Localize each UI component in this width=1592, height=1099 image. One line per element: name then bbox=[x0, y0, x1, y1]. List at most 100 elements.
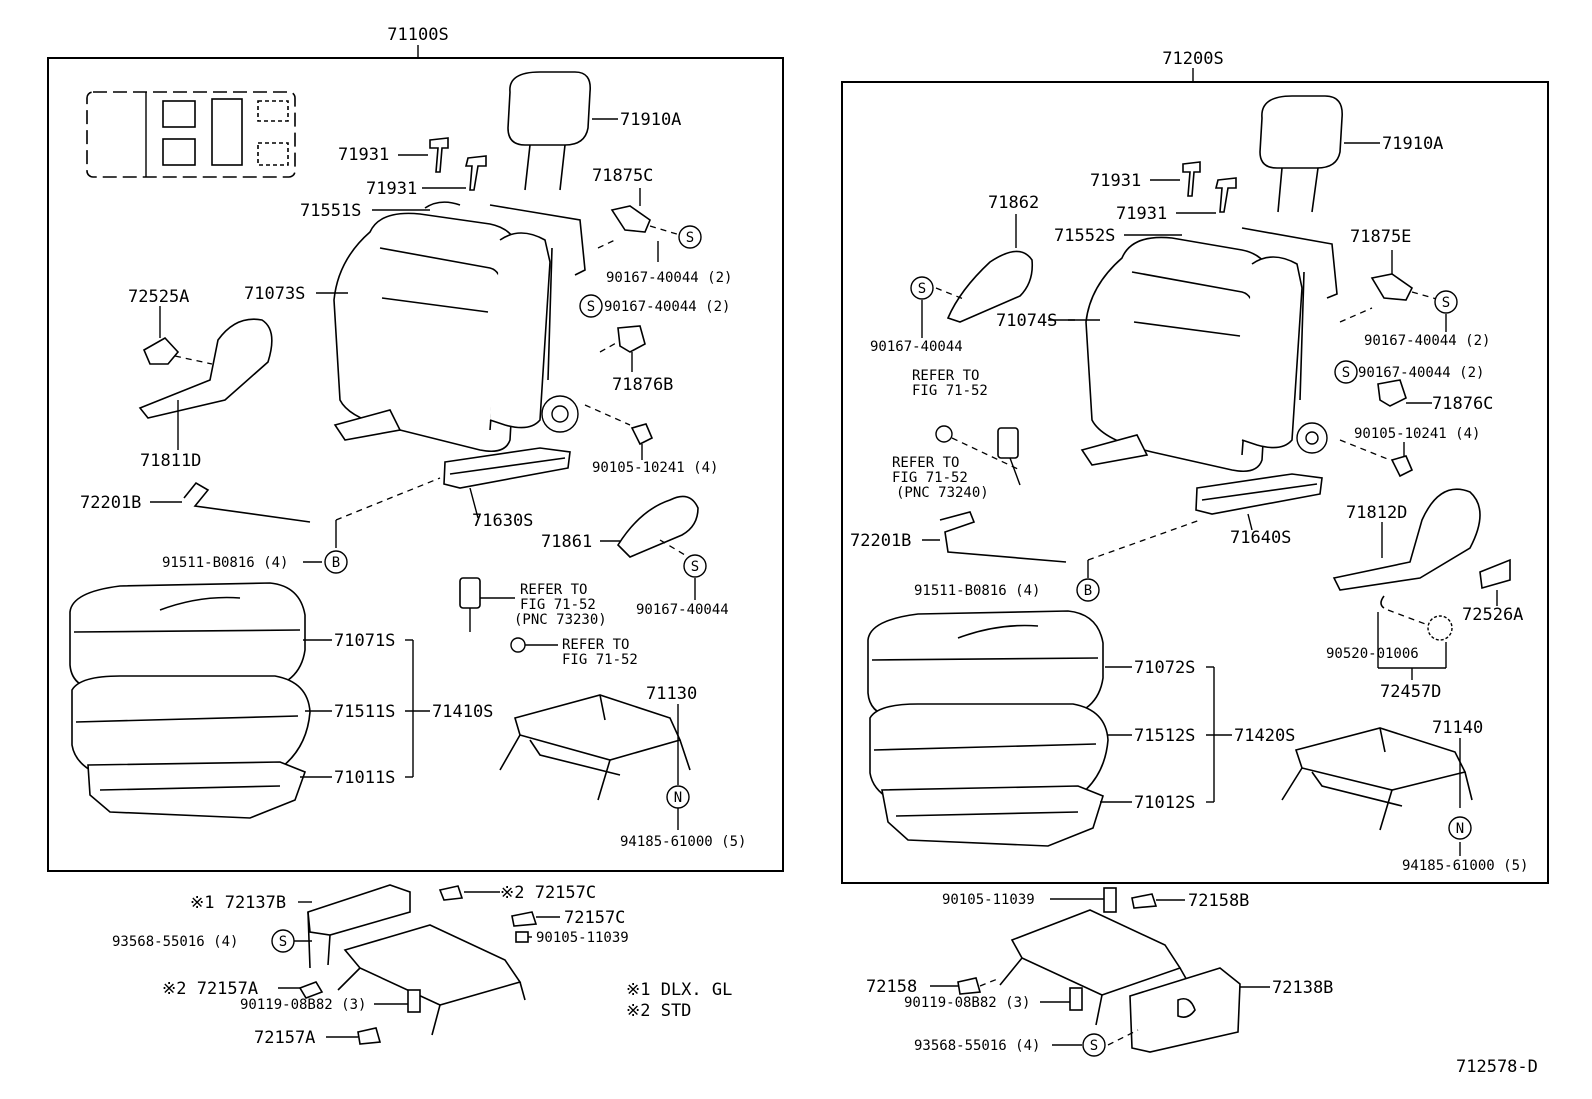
label-71072s: 71072S bbox=[1134, 658, 1195, 678]
label-90167-40044: 90167-40044 bbox=[870, 339, 963, 355]
cover-71862 bbox=[946, 250, 1034, 323]
label-71551s: 71551S bbox=[300, 201, 361, 221]
label-71875c: 71875C bbox=[592, 166, 653, 186]
cover-71811d bbox=[138, 318, 273, 419]
svg-text:S: S bbox=[1342, 365, 1350, 381]
callout-n-1: N bbox=[666, 785, 690, 809]
callout-s-1: S bbox=[678, 225, 702, 249]
label-71876b: 71876B bbox=[612, 375, 673, 395]
label-71073s: 71073S bbox=[244, 284, 305, 304]
label-94185-61000: 94185-61000 (5) bbox=[1402, 858, 1528, 874]
label-72157c: ※2 72157C bbox=[500, 883, 596, 903]
svg-text:S: S bbox=[686, 230, 694, 246]
label-90167-40044: 90167-40044 (2) bbox=[1358, 365, 1484, 381]
label-set: 71100S 71910A 71931 71931 71875C 71551S … bbox=[80, 25, 1538, 1077]
label-72158b: 72158B bbox=[1188, 891, 1249, 911]
label-71910a: 71910A bbox=[1382, 134, 1443, 154]
label-71512s: 71512S bbox=[1134, 726, 1195, 746]
label-72157a: 72157A bbox=[254, 1028, 315, 1048]
clip-72525a bbox=[142, 336, 180, 365]
bracket-71875c bbox=[610, 205, 651, 233]
callout-s-2: S bbox=[579, 294, 603, 318]
bracket-71876c bbox=[1377, 379, 1407, 407]
label-72201b: 72201B bbox=[80, 493, 141, 513]
headrest-left bbox=[507, 71, 618, 191]
buckle-left bbox=[459, 577, 558, 653]
label-71074s: 71074S bbox=[996, 311, 1057, 331]
callout-s-8: S bbox=[1082, 1033, 1106, 1057]
label-72525a: 72525A bbox=[128, 287, 189, 307]
label-71552s: 71552S bbox=[1054, 226, 1115, 246]
label-71862: 71862 bbox=[988, 193, 1039, 213]
rod-72201b bbox=[183, 481, 311, 523]
cover-71812d bbox=[1332, 488, 1481, 591]
label-72157c: 72157C bbox=[564, 908, 625, 928]
refer-text: REFER TO bbox=[520, 582, 587, 598]
label-90105-10241: 90105-10241 (4) bbox=[1354, 426, 1480, 442]
label-72526a: 72526A bbox=[1462, 605, 1523, 625]
callout-s-4: S bbox=[271, 929, 295, 953]
left-seat-assembly bbox=[47, 45, 784, 872]
refer-text: (PNC 73230) bbox=[514, 612, 607, 628]
label-72158: 72158 bbox=[866, 977, 917, 997]
svg-text:B: B bbox=[332, 555, 340, 571]
callout-s-5: S bbox=[910, 276, 934, 300]
label-71420s: 71420S bbox=[1234, 726, 1295, 746]
label-71410s: 71410S bbox=[432, 702, 493, 722]
bolt-90105 bbox=[630, 423, 654, 446]
right-seat-assembly bbox=[841, 68, 1549, 884]
svg-text:S: S bbox=[1442, 295, 1450, 311]
label-71812d: 71812D bbox=[1346, 503, 1407, 523]
bracket-71876b bbox=[617, 325, 646, 353]
label-71071s: 71071S bbox=[334, 631, 395, 651]
callout-n-2: N bbox=[1448, 816, 1472, 840]
label-71931: 71931 bbox=[1116, 204, 1167, 224]
svg-text:S: S bbox=[279, 934, 287, 950]
label-71875e: 71875E bbox=[1350, 227, 1411, 247]
bolt-refer-r bbox=[935, 425, 953, 443]
headrest-guides-left bbox=[398, 137, 487, 191]
svg-text:S: S bbox=[587, 299, 595, 315]
callout-s-3: S bbox=[683, 554, 707, 578]
seatback-left bbox=[316, 201, 586, 453]
svg-text:S: S bbox=[1090, 1038, 1098, 1054]
refer-text: FIG 71-52 bbox=[892, 470, 968, 486]
refer-text: (PNC 73240) bbox=[896, 485, 989, 501]
refer-text: REFER TO bbox=[892, 455, 959, 471]
label-71931: 71931 bbox=[338, 145, 389, 165]
left-assembly-frame bbox=[47, 57, 784, 872]
label-90167-40044: 90167-40044 (2) bbox=[604, 299, 730, 315]
label-71100s: 71100S bbox=[387, 25, 448, 45]
label-71640s: 71640S bbox=[1230, 528, 1291, 548]
frame-71140 bbox=[1281, 727, 1473, 831]
label-93568-55016: 93568-55016 (4) bbox=[914, 1038, 1040, 1054]
label-94185-61000: 94185-61000 (5) bbox=[620, 834, 746, 850]
refer-text: FIG 71-52 bbox=[912, 383, 988, 399]
left-lower-parts bbox=[278, 884, 560, 1045]
seatback-right bbox=[1068, 227, 1338, 473]
label-72157a: ※2 72157A bbox=[162, 979, 258, 999]
svg-text:B: B bbox=[1084, 583, 1092, 599]
refer-text: REFER TO bbox=[562, 637, 629, 653]
svg-text:N: N bbox=[674, 790, 682, 806]
refer-text: REFER TO bbox=[912, 368, 979, 384]
label-72138b: 72138B bbox=[1272, 978, 1333, 998]
bracket-71875e bbox=[1370, 273, 1414, 301]
knob-72457d bbox=[1427, 615, 1453, 641]
label-71140: 71140 bbox=[1432, 718, 1483, 738]
label-71200s: 71200S bbox=[1162, 49, 1223, 69]
callout-s-7: S bbox=[1334, 360, 1358, 384]
label-90167-40044: 90167-40044 (2) bbox=[1364, 333, 1490, 349]
label-72457d: 72457D bbox=[1380, 682, 1441, 702]
svg-text:N: N bbox=[1456, 821, 1464, 837]
seat-layout-icon bbox=[86, 91, 296, 178]
label-91511-b0816: 91511-B0816 (4) bbox=[162, 555, 288, 571]
seat-cushion-left bbox=[69, 582, 430, 819]
callout-s-6: S bbox=[1434, 290, 1458, 314]
label-71931: 71931 bbox=[1090, 171, 1141, 191]
callout-b-2: B bbox=[1076, 578, 1100, 602]
label-91511-b0816: 91511-B0816 (4) bbox=[914, 583, 1040, 599]
headrest-guides-right bbox=[1150, 161, 1237, 214]
figure-code: 712578-D bbox=[1456, 1057, 1538, 1077]
